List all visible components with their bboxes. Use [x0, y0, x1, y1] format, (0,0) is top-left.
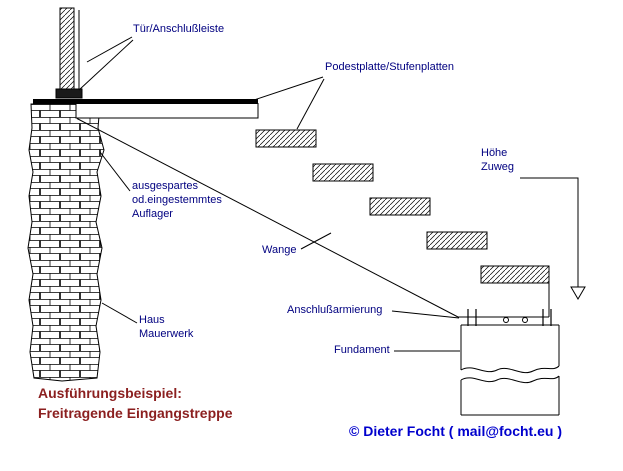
- leader-podest: [250, 76, 324, 102]
- anchor-bolts: [467, 309, 552, 326]
- label-auflager: ausgespartes od.eingestemmtes Auflager: [132, 180, 222, 220]
- leader-tuer-upper: [86, 36, 133, 63]
- dimension-arrow-down-icon: [570, 286, 586, 300]
- step-slab: [480, 265, 550, 284]
- foundation-break-line-bottom: [460, 375, 560, 384]
- copyright-text: © Dieter Focht ( mail@focht.eu ): [349, 423, 562, 439]
- foundation-lower-outline: [460, 376, 560, 416]
- foundation-break-line-top: [460, 365, 560, 374]
- step-slab: [255, 129, 317, 148]
- foundation: [460, 324, 560, 416]
- leader-auflager: [99, 151, 131, 192]
- anschlussleiste-block: [55, 88, 83, 99]
- rebar-dot: [522, 317, 528, 323]
- step-slab: [369, 197, 431, 216]
- door-strip: [59, 7, 80, 97]
- label-podestplatte: Podestplatte/Stufenplatten: [325, 61, 455, 73]
- caption-line-2: Freitragende Eingangstreppe: [38, 405, 233, 421]
- stair-base-lines: [458, 283, 550, 318]
- leader-lines: [78, 36, 460, 352]
- dimension-line: [520, 177, 579, 287]
- leader-tuer-lower: [78, 39, 134, 91]
- foundation-upper-outline: [460, 324, 560, 370]
- leader-haus: [101, 302, 138, 324]
- label-fundament: Fundament: [334, 344, 390, 356]
- stringer-line: [76, 118, 459, 318]
- brick-wall: [27, 103, 105, 382]
- leader-stufen: [296, 78, 325, 130]
- label-wange: Wange: [262, 244, 297, 256]
- label-haus-mauerwerk: Haus Mauerwerk: [139, 314, 194, 340]
- leader-wange: [300, 232, 332, 250]
- label-hoehe-zuweg: Höhe Zuweg: [481, 147, 515, 173]
- label-tuer-anschlussleiste: Tür/Anschlußleiste: [133, 23, 225, 35]
- podest-slab: [75, 103, 259, 119]
- leader-anschluss: [391, 310, 460, 319]
- rebar-dot: [503, 317, 509, 323]
- threshold-bar: [33, 99, 258, 104]
- caption-line-1: Ausführungsbeispiel:: [38, 385, 182, 401]
- label-anschlussarmierung: Anschlußarmierung: [287, 304, 383, 316]
- door-frame-section: [59, 7, 75, 97]
- height-dimension: [520, 177, 586, 300]
- step-slabs: [255, 129, 550, 284]
- step-slab: [426, 231, 488, 250]
- step-slab: [312, 163, 374, 182]
